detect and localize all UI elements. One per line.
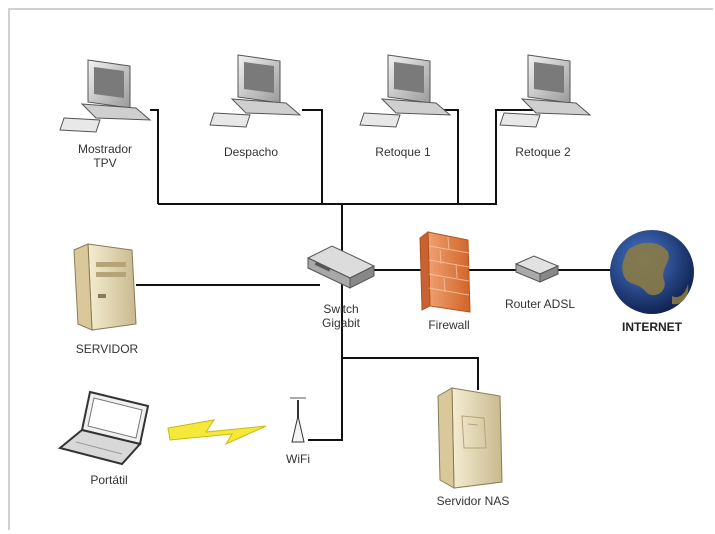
servidor-label: SERVIDOR [75, 342, 139, 356]
nas-server-icon [437, 387, 503, 489]
internet-label: INTERNET [622, 320, 682, 334]
lightning-icon [167, 419, 267, 446]
globe-icon [610, 230, 694, 314]
desktop-pc-icon [59, 59, 152, 133]
diagram-frame [8, 8, 713, 530]
line-pc1 [150, 109, 159, 204]
pc2-label: Despacho [223, 145, 279, 159]
switch-label-line1: Switch [323, 302, 359, 316]
pc1-label-line1: Mostrador [77, 142, 133, 156]
pc1-label: Mostrador TPV [64, 142, 146, 170]
desktop-pc-icon [359, 54, 452, 128]
firewall-icon [419, 231, 471, 313]
router-icon [514, 255, 560, 283]
switch-label: Switch Gigabit [306, 302, 376, 330]
switch-icon [306, 245, 376, 289]
desktop-pc-icon [499, 54, 592, 128]
firewall-label: Firewall [428, 318, 470, 332]
line-nas [342, 357, 479, 390]
laptop-icon [57, 390, 150, 466]
portatil-label: Portátil [90, 473, 128, 487]
router-label: Router ADSL [504, 297, 576, 311]
switch-label-line2: Gigabit [321, 316, 361, 330]
pc4-label: Retoque 2 [515, 145, 571, 159]
line-pc3 [358, 109, 459, 205]
desktop-pc-icon [209, 54, 302, 128]
pc1-label-line2: TPV [93, 156, 117, 170]
server-tower-icon [73, 243, 137, 331]
wifi-antenna-icon [290, 397, 306, 443]
nas-label: Servidor NAS [436, 494, 510, 508]
pc3-label: Retoque 1 [375, 145, 431, 159]
wifi-label: WiFi [286, 452, 310, 466]
line-pc2 [302, 109, 323, 204]
connection-lines [136, 109, 612, 441]
